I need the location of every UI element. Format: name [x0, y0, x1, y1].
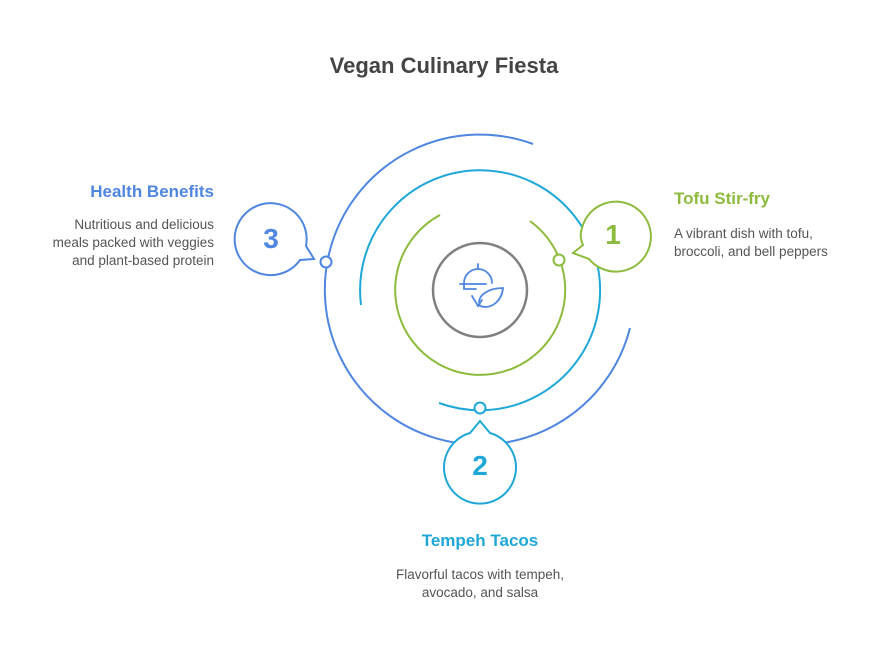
step-number-2: 2: [472, 450, 488, 481]
item-desc-1: A vibrant dish with tofu, broccoli, and …: [674, 226, 828, 259]
step-number-1: 1: [605, 219, 621, 250]
step-number-3: 3: [263, 223, 279, 254]
bubble-1: [571, 200, 652, 273]
item-desc-2: Flavorful tacos with tempeh, avocado, an…: [395, 567, 565, 600]
ring-green: [394, 214, 567, 376]
ring-dot-1: [552, 253, 566, 267]
ring-cyan: [359, 169, 602, 412]
diagram-title: Vegan Culinary Fiesta: [329, 53, 559, 78]
ring-blue: [323, 133, 631, 446]
ring-dot-3: [319, 255, 333, 269]
item-title-2: Tempeh Tacos: [421, 531, 539, 550]
ring-dot-2: [473, 401, 487, 415]
bubble-2: [443, 419, 517, 505]
item-title-3: Health Benefits: [90, 182, 214, 201]
item-desc-3: Nutritious and delicious meals packed wi…: [52, 217, 214, 268]
dish-leaf-icon: [459, 263, 504, 308]
item-title-1: Tofu Stir-fry: [674, 189, 771, 208]
bubble-3: [233, 202, 316, 277]
center-circle: [431, 241, 529, 339]
